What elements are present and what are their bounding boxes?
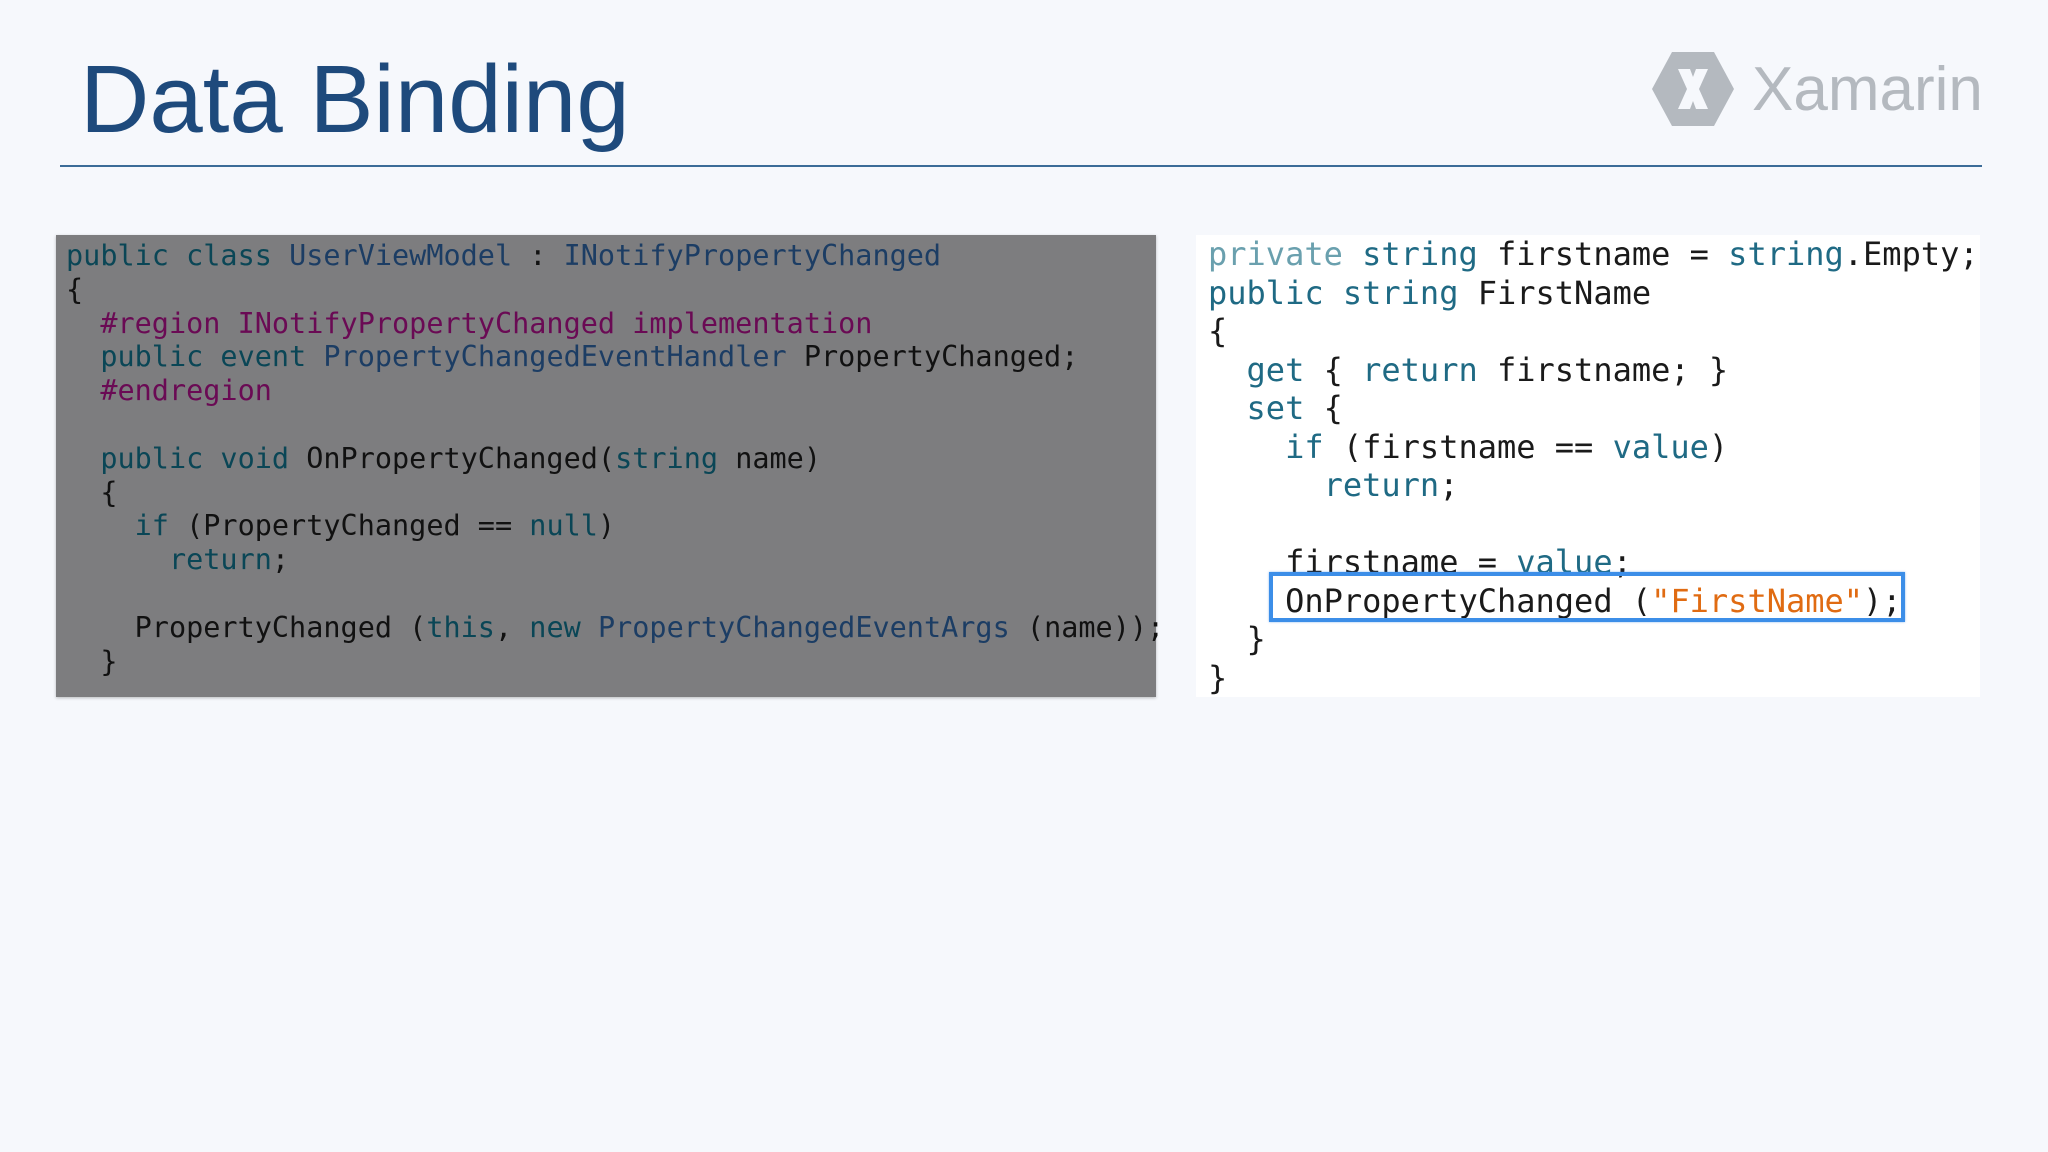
code-line: { (66, 273, 1164, 307)
code-token: ; (271, 543, 290, 577)
code-token: name) (718, 441, 821, 475)
code-token: firstname = (1477, 235, 1729, 273)
code-token: #region INotifyPropertyChanged implement… (66, 306, 873, 340)
code-token: PropertyChanged ( (66, 610, 427, 644)
code-panel-right: private string firstname = string.Empty;… (1196, 235, 1980, 697)
code-line (66, 408, 1164, 442)
code-token: public event (66, 340, 324, 374)
code-token: , (494, 610, 530, 644)
code-token: return (1208, 466, 1440, 504)
code-token: PropertyChangedEventHandler (323, 340, 787, 374)
brand-logo: Xamarin (1650, 44, 1983, 134)
code-line: public class UserViewModel : INotifyProp… (66, 239, 1164, 273)
code-token: INotifyPropertyChanged (563, 239, 942, 272)
code-token: PropertyChanged; (786, 340, 1079, 374)
code-token: ; (1439, 466, 1459, 504)
code-token: return (66, 543, 272, 577)
code-token: string (1728, 235, 1844, 273)
code-token: (firstname == (1323, 427, 1613, 466)
code-line: } (1208, 659, 1979, 698)
code-token: : (512, 239, 564, 272)
code-panel-left: public class UserViewModel : INotifyProp… (56, 235, 1164, 697)
title-divider (60, 165, 1982, 167)
code-token: string (1362, 235, 1478, 273)
code-token: PropertyChangedEventArgs (597, 610, 1010, 644)
highlight-box (1269, 572, 1905, 622)
code-token: "FirstName" (1651, 581, 1864, 620)
code-token: { (1208, 312, 1228, 350)
code-line: { (1208, 312, 1979, 351)
code-token: string (1342, 273, 1459, 312)
code-token: firstname; } (1477, 350, 1729, 389)
code-line: PropertyChanged (this, new PropertyChang… (66, 610, 1165, 645)
code-token: UserViewModel (289, 239, 513, 272)
code-token: ) (1708, 427, 1729, 466)
code-line: if (firstname == value) (1208, 428, 1979, 467)
code-token: ; (1612, 543, 1632, 581)
code-token: public void (66, 441, 307, 475)
code-line: #region INotifyPropertyChanged implement… (66, 307, 1164, 341)
code-token: get (1208, 350, 1305, 389)
code-line: #endregion (66, 374, 1164, 408)
code-token: { (1304, 389, 1343, 427)
code-token: if (1208, 427, 1324, 466)
code-line: { (66, 476, 1164, 510)
code-token: if (66, 509, 169, 543)
code-token: FirstName (1458, 273, 1652, 312)
code-token: public class (66, 239, 290, 272)
slide-title: Data Binding (80, 46, 630, 153)
code-token: new (529, 610, 598, 644)
code-line: public void OnPropertyChanged(string nam… (66, 442, 1164, 476)
code-token: .Empty; (1843, 235, 1979, 273)
code-token: this (426, 610, 495, 644)
code-line: public string FirstName (1208, 274, 1979, 313)
code-token: string (615, 441, 719, 475)
code-token: return (1362, 350, 1478, 389)
code-token: ) (597, 509, 616, 543)
code-line: if (PropertyChanged == null) (66, 509, 1164, 543)
code-token: { (66, 475, 118, 509)
code-token: } (66, 644, 118, 678)
code-block-viewmodel: public class UserViewModel : INotifyProp… (66, 239, 1164, 678)
code-token: { (66, 272, 84, 306)
code-line: private string firstname = string.Empty; (1208, 235, 1979, 274)
code-token: (name)); (1009, 610, 1165, 644)
code-line: return; (1208, 466, 1979, 505)
code-token: } (1208, 620, 1266, 658)
code-token: OnPropertyChanged( (306, 441, 616, 475)
code-line: } (66, 645, 1164, 679)
xamarin-hexagon-icon (1652, 52, 1734, 126)
code-token: value (1612, 427, 1709, 466)
code-line: get { return firstname; } (1208, 351, 1979, 390)
code-token: ); (1863, 581, 1902, 620)
code-token: #endregion (66, 374, 272, 408)
code-token: (PropertyChanged == (168, 509, 530, 543)
code-block-property: private string firstname = string.Empty;… (1208, 235, 1979, 697)
code-token: { (1304, 350, 1363, 389)
brand-name: Xamarin (1752, 54, 1983, 124)
code-token: set (1208, 389, 1305, 427)
code-token: private (1208, 235, 1363, 273)
code-line: } (1208, 620, 1979, 659)
code-token: } (1208, 658, 1228, 697)
code-line (1208, 505, 1979, 544)
code-line: public event PropertyChangedEventHandler… (66, 340, 1164, 374)
code-line: set { (1208, 389, 1979, 428)
code-line: return; (66, 543, 1164, 577)
code-line: OnPropertyChanged ("FirstName"); (1208, 582, 1979, 621)
code-token: null (529, 509, 598, 543)
code-token: public (1208, 273, 1343, 312)
code-token: OnPropertyChanged ( (1208, 581, 1652, 620)
code-line (66, 577, 1164, 611)
